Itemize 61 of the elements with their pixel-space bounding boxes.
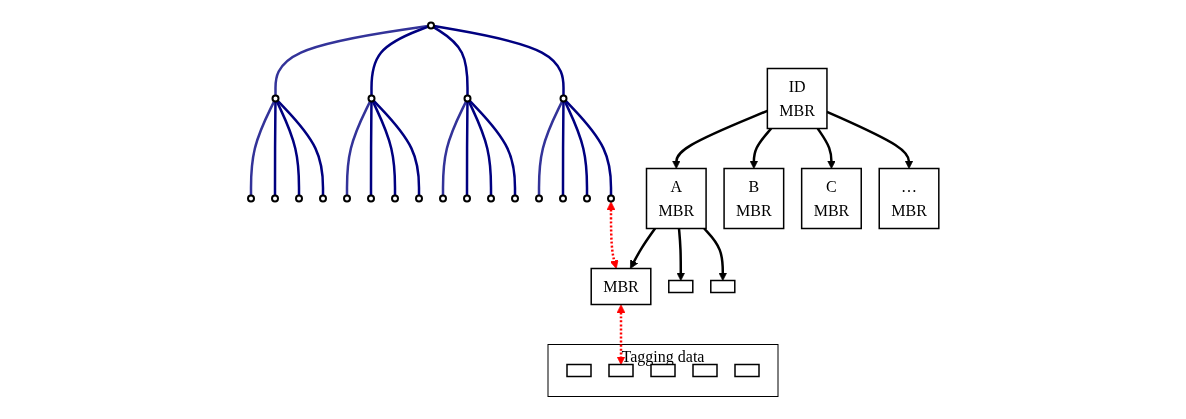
connector (432, 26, 469, 96)
connector (561, 101, 565, 196)
connector (467, 100, 492, 196)
node-circle (366, 194, 375, 203)
node-box: MBR (590, 267, 652, 306)
node-circle (318, 194, 327, 203)
node-circle (294, 194, 303, 203)
node-circle (582, 194, 591, 203)
arrow (676, 228, 685, 281)
arrow (816, 127, 836, 169)
node-circle (510, 194, 519, 203)
connector (275, 100, 300, 196)
node-box: B MBR (722, 167, 784, 230)
node-box: … MBR (878, 167, 940, 230)
arrow (749, 127, 772, 169)
connector (465, 101, 469, 196)
connector (273, 24, 428, 96)
node-box (691, 363, 718, 378)
node-circle (342, 194, 351, 203)
connector (441, 100, 467, 196)
node-circle (606, 194, 615, 203)
connector (371, 100, 396, 196)
node-box (709, 279, 736, 294)
arrow (616, 304, 625, 365)
arrow (629, 227, 656, 269)
arrow (826, 110, 913, 169)
node-circle (271, 94, 280, 103)
node-circle (462, 194, 471, 203)
node-box: C MBR (800, 167, 862, 230)
node-circle (367, 94, 376, 103)
connector (273, 101, 277, 196)
node-box: ID MBR (766, 67, 828, 130)
connector (369, 25, 429, 96)
connector (433, 24, 565, 96)
node-circle (486, 194, 495, 203)
node-circle (559, 94, 568, 103)
connector (537, 100, 563, 196)
node-box: A MBR (645, 167, 707, 230)
node-circle (534, 194, 543, 203)
node-circle (426, 21, 435, 30)
node-box (733, 363, 760, 378)
node-box (667, 279, 694, 294)
node-circle (390, 194, 399, 203)
connector (372, 99, 420, 196)
cluster: Tagging data (547, 344, 779, 397)
node-circle (246, 194, 255, 203)
connector (345, 100, 371, 196)
connector (369, 101, 373, 196)
connector (468, 99, 516, 196)
arrow (702, 227, 727, 281)
node-circle (463, 94, 472, 103)
node-circle (438, 194, 447, 203)
node-circle (414, 194, 423, 203)
connector (249, 100, 275, 196)
arrow (606, 201, 619, 269)
connector (564, 99, 612, 196)
node-box (565, 363, 592, 378)
node-circle (270, 194, 279, 203)
connector (276, 99, 324, 196)
connector (563, 100, 588, 196)
node-circle (558, 194, 567, 203)
